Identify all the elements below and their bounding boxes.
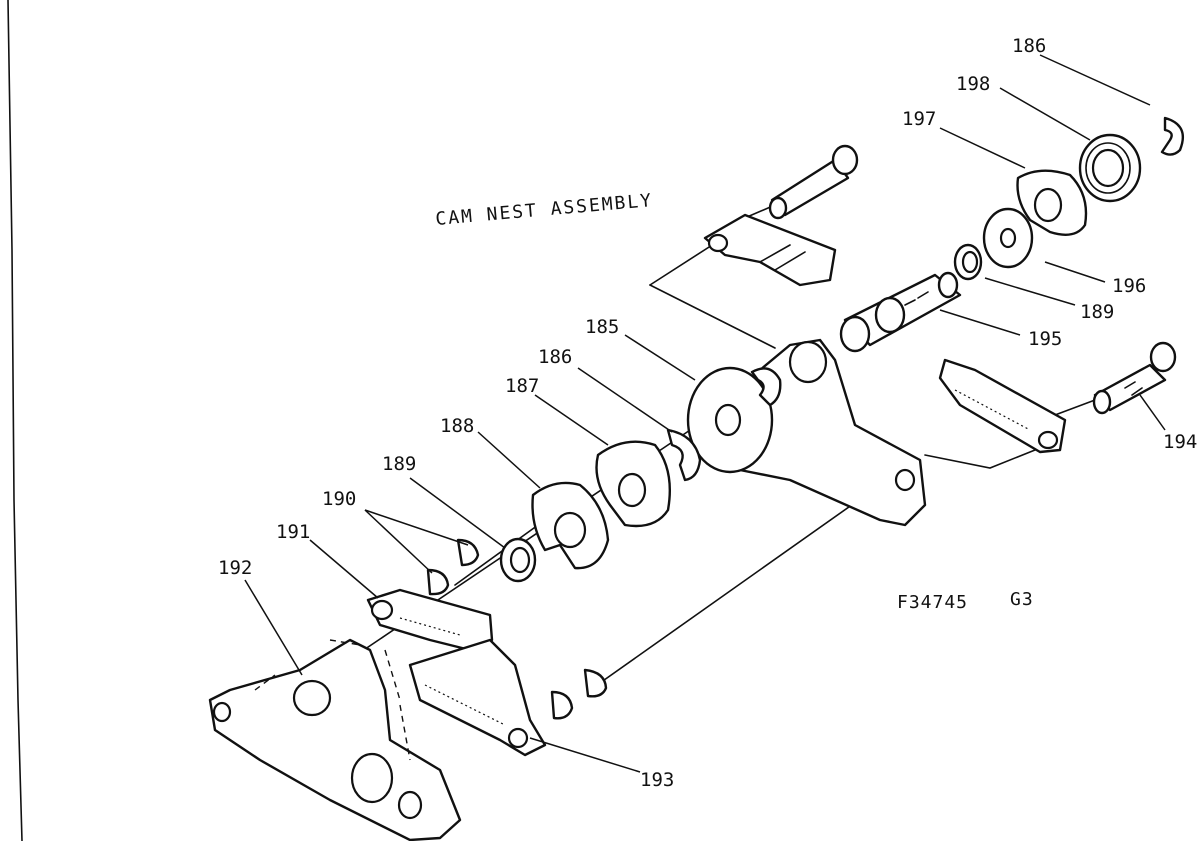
callout-191: 191 xyxy=(276,521,310,543)
part-191-lever xyxy=(366,588,494,652)
upper-pin xyxy=(768,144,859,220)
part-194-pin xyxy=(1092,341,1177,415)
callout-195: 195 xyxy=(1028,328,1062,350)
part-186-clip-top xyxy=(1160,116,1185,156)
callout-193: 193 xyxy=(640,769,674,791)
part-192-base-bracket xyxy=(208,638,462,841)
part-197-cam xyxy=(1016,169,1088,236)
callout-198: 198 xyxy=(956,73,990,95)
callout-185: 185 xyxy=(585,316,619,338)
callout-189-right: 189 xyxy=(1080,301,1114,323)
part-189-ring-right xyxy=(953,243,983,281)
figure-code: F34745 xyxy=(897,592,968,613)
callout-187: 187 xyxy=(505,375,539,397)
upper-lever xyxy=(703,213,837,287)
part-195-shaft xyxy=(839,271,962,353)
part-187-cam-disc xyxy=(595,440,671,528)
part-190-clips xyxy=(426,538,480,596)
part-198-bushing xyxy=(1078,133,1142,203)
figure-suffix: G3 xyxy=(1010,589,1034,610)
callout-186-mid: 186 xyxy=(538,346,572,368)
assembly-axis-lines xyxy=(244,204,1096,731)
part-193-clips xyxy=(550,668,608,720)
part-196-washer xyxy=(982,207,1034,269)
callout-leaders xyxy=(244,54,1166,773)
part-188-cam xyxy=(531,481,610,570)
callout-192: 192 xyxy=(218,557,252,579)
callout-189-left: 189 xyxy=(382,453,416,475)
callout-197: 197 xyxy=(902,108,936,130)
lower-lever xyxy=(408,638,547,757)
scan-edge-line xyxy=(7,0,23,841)
callout-196: 196 xyxy=(1112,275,1146,297)
part-185-bracket xyxy=(686,338,927,527)
part-186-clip-mid xyxy=(666,428,702,482)
callout-188: 188 xyxy=(440,415,474,437)
diagram-title: CAM NEST ASSEMBLY xyxy=(435,190,654,230)
callout-186-top: 186 xyxy=(1012,35,1046,57)
right-lever xyxy=(938,358,1067,454)
callout-194: 194 xyxy=(1163,431,1197,453)
callout-190: 190 xyxy=(322,488,356,510)
part-189-ring-left xyxy=(499,537,537,583)
